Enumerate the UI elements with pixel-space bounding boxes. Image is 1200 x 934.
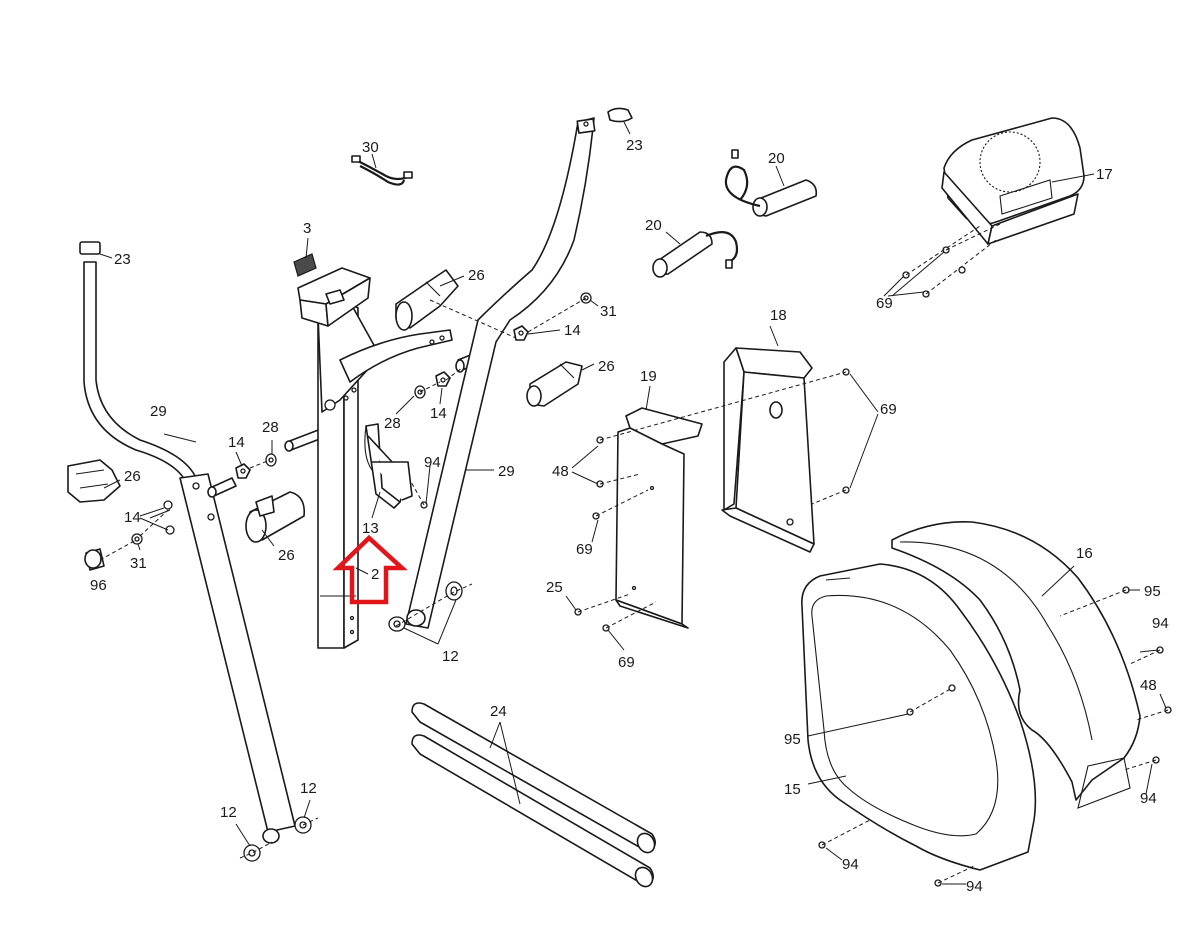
bracket-top: [297, 267, 371, 327]
pivot-sleeve-26: [245, 491, 306, 543]
left-upper-handlebar: [79, 241, 197, 483]
callout-48-right: 48: [1140, 677, 1157, 694]
nut-14-a: [235, 463, 251, 479]
callout-94-shroud-top: 94: [1152, 615, 1169, 632]
callout-15: 15: [784, 781, 801, 798]
callout-29-left: 29: [150, 403, 167, 420]
callout-14-center-left: 14: [228, 434, 245, 451]
callout-17: 17: [1096, 166, 1113, 183]
callout-31-right: 31: [600, 303, 617, 320]
callout-3: 3: [303, 220, 311, 237]
main-upright-frame: [317, 299, 453, 649]
cover-18: [721, 347, 815, 553]
tube-24-upper: [411, 702, 656, 854]
axle-left: [207, 477, 237, 498]
callout-23-right: 23: [626, 137, 643, 154]
callout-69-cover19: 69: [576, 541, 593, 558]
callout-96: 96: [90, 577, 107, 594]
grip-20-lower: [652, 231, 739, 278]
callout-69-cover18: 69: [880, 401, 897, 418]
callout-12-center: 12: [442, 648, 459, 665]
callout-14-center: 14: [430, 405, 447, 422]
clip-3: [293, 253, 317, 277]
callout-20-upper: 20: [768, 150, 785, 167]
right-handlebar: [405, 117, 596, 629]
assembly-lines: [99, 223, 1169, 884]
shroud-16: [891, 521, 1141, 809]
callout-2: 2: [371, 566, 379, 583]
callout-13: 13: [362, 520, 379, 537]
bolt-14-left: [149, 500, 175, 535]
end-cap-23-right: [607, 107, 633, 123]
callout-labels: 23 23 30 20 20 17 3 26 26 26 26 31 31 14…: [90, 137, 1169, 895]
cable-30: [351, 155, 413, 186]
callout-94-bottom-left: 94: [842, 856, 859, 873]
callout-94-bottle: 94: [424, 454, 441, 471]
callout-28-center: 28: [384, 415, 401, 432]
callout-95-left: 95: [784, 731, 801, 748]
console-17: [941, 117, 1085, 245]
callout-94-bottom: 94: [966, 878, 983, 895]
washer-12-a: [445, 581, 463, 601]
pivot-cap-26-top: [395, 269, 459, 331]
tube-24-lower: [411, 734, 654, 888]
washer-28-a: [265, 453, 277, 467]
callout-26-sleeve: 26: [278, 547, 295, 564]
callout-12-right: 12: [300, 780, 317, 797]
nut-14-c: [513, 325, 529, 341]
red-highlight-arrow: [332, 534, 408, 605]
end-cap-23-left: [79, 241, 101, 255]
callout-16: 16: [1076, 545, 1093, 562]
callout-23-left: 23: [114, 251, 131, 268]
bushing-96: [84, 548, 105, 571]
bottle-holder-13: [364, 423, 413, 509]
callout-31-left: 31: [130, 555, 147, 572]
callout-26-mid: 26: [598, 358, 615, 375]
cover-19: [615, 407, 703, 629]
callout-28-left: 28: [262, 419, 279, 436]
pivot-cap-26-left: [67, 459, 121, 503]
callout-25: 25: [546, 579, 563, 596]
callout-69-bottom: 69: [618, 654, 635, 671]
grip-20-upper: [724, 149, 818, 217]
pivot-cap-26-mid: [526, 361, 583, 407]
leader-lines: [99, 121, 1167, 885]
callout-19: 19: [640, 368, 657, 385]
callout-30: 30: [362, 139, 379, 156]
washer-12-c: [243, 844, 261, 862]
callout-12-left: 12: [220, 804, 237, 821]
nut-31-left: [131, 533, 143, 545]
callout-69-console: 69: [876, 295, 893, 312]
callout-14-left: 14: [124, 509, 141, 526]
callout-95-right: 95: [1144, 583, 1161, 600]
callout-48-left: 48: [552, 463, 569, 480]
callout-24: 24: [490, 703, 507, 720]
callout-29-right: 29: [498, 463, 515, 480]
callout-26-left: 26: [124, 468, 141, 485]
callout-20-lower: 20: [645, 217, 662, 234]
nut-31-right: [580, 292, 592, 304]
shroud-15: [801, 563, 1037, 871]
washer-12-b: [388, 616, 406, 632]
callout-14-right: 14: [564, 322, 581, 339]
callout-18: 18: [770, 307, 787, 324]
callout-94-shroud-right: 94: [1140, 790, 1157, 807]
callout-26-top: 26: [468, 267, 485, 284]
